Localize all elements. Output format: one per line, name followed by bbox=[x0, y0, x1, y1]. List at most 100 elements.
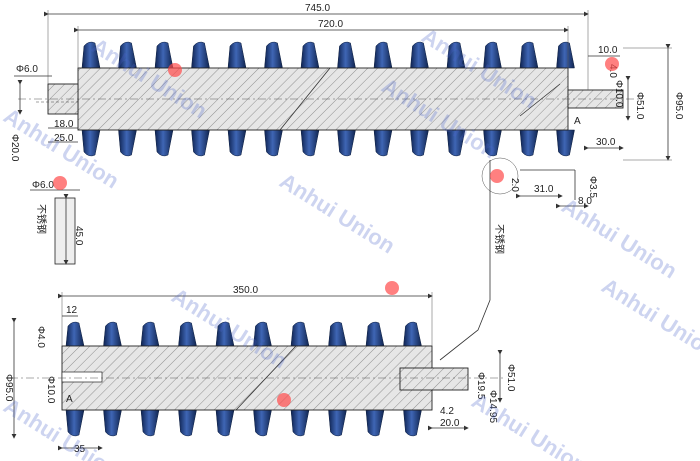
fin-upper bbox=[519, 41, 539, 69]
fin-lower bbox=[410, 129, 429, 157]
watermark-logo bbox=[53, 176, 67, 190]
dim-bottom-end-dia: Φ4.0 bbox=[35, 326, 46, 348]
fin-lower bbox=[81, 129, 101, 157]
fin-upper bbox=[178, 321, 197, 347]
dim-bottom-end-offset: 12 bbox=[66, 305, 78, 316]
fin-lower bbox=[103, 409, 122, 437]
pin-body bbox=[54, 197, 76, 265]
fin-lower bbox=[227, 129, 247, 157]
fin-lower bbox=[140, 409, 160, 437]
fin-lower bbox=[483, 129, 502, 157]
detail-view bbox=[481, 157, 589, 209]
dim-bottom-right-dia-c: Φ14.95 bbox=[487, 390, 498, 423]
top-shaft bbox=[18, 67, 640, 131]
fin-upper bbox=[373, 41, 393, 69]
fin-upper bbox=[81, 41, 101, 69]
fin-lower bbox=[154, 129, 174, 157]
fin-lower bbox=[446, 129, 466, 157]
dim-stub-len-b: 25.0 bbox=[54, 133, 74, 144]
fin-upper bbox=[403, 321, 422, 347]
bottom-bore bbox=[61, 371, 103, 383]
watermark-text: Anhui Union bbox=[467, 388, 591, 461]
dim-end-pin-dia: Φ6.0 bbox=[16, 64, 38, 75]
dim-detail-len: 31.0 bbox=[534, 184, 554, 195]
fin-upper bbox=[410, 41, 429, 69]
fin-lower bbox=[556, 129, 575, 157]
connector-note: 不锈钢 bbox=[493, 224, 506, 254]
watermark-logo bbox=[168, 63, 182, 77]
fin-lower bbox=[253, 409, 272, 437]
dim-right-dia-fin: Φ95.0 bbox=[673, 92, 684, 120]
fin-lower bbox=[118, 129, 137, 157]
dim-detail-depth: 2.0 bbox=[509, 178, 520, 192]
bottom-dimensions bbox=[11, 292, 503, 451]
fin-upper bbox=[290, 321, 310, 347]
dim-right-dia-mid: Φ51.0 bbox=[634, 92, 645, 120]
bottom-right-stub bbox=[399, 367, 469, 391]
dim-stub-dia: Φ20.0 bbox=[9, 134, 20, 162]
fin-lower bbox=[300, 129, 320, 157]
fin-upper bbox=[140, 321, 160, 347]
dim-bottom-right-len: 20.0 bbox=[440, 418, 460, 429]
pin-length: 45.0 bbox=[73, 226, 84, 246]
fin-lower bbox=[328, 409, 347, 437]
bottom-fin-array bbox=[65, 321, 422, 437]
watermark-logo bbox=[277, 393, 291, 407]
dim-detail-len2: 8.0 bbox=[578, 196, 592, 207]
fin-upper bbox=[191, 41, 210, 69]
fin-lower bbox=[191, 129, 210, 157]
pin-dia: Φ6.0 bbox=[32, 180, 54, 191]
dim-bottom-length: 350.0 bbox=[233, 285, 258, 296]
fin-upper bbox=[300, 41, 320, 69]
fin-lower bbox=[178, 409, 197, 437]
connector-wire bbox=[439, 160, 491, 361]
watermark-text: Anhui Union bbox=[275, 168, 399, 258]
fin-lower bbox=[290, 409, 310, 437]
dim-bottom-right-step: 4.2 bbox=[440, 406, 454, 417]
fin-upper bbox=[103, 321, 122, 347]
dim-bottom-bore-dia: Φ10.0 bbox=[45, 376, 56, 404]
section-mark-bottom: A bbox=[66, 394, 73, 405]
dim-bottom-left-len: 35 bbox=[74, 444, 86, 455]
watermark-text: Anhui Union bbox=[597, 273, 700, 363]
dim-bottom-right-dia-a: Φ19.5 bbox=[475, 372, 486, 400]
dim-finned-length: 720.0 bbox=[318, 19, 343, 30]
fin-lower bbox=[264, 129, 283, 157]
dim-right-dia-small: Φ10.0 bbox=[613, 80, 624, 108]
dim-right-end-len: 30.0 bbox=[596, 137, 616, 148]
fin-upper bbox=[264, 41, 283, 69]
top-section-leader bbox=[519, 83, 561, 117]
dim-bottom-right-dia-b: Φ51.0 bbox=[505, 364, 516, 392]
top-break-line bbox=[279, 67, 331, 131]
watermark-logo bbox=[385, 281, 399, 295]
fin-upper bbox=[154, 41, 174, 69]
top-fin-array bbox=[81, 41, 575, 157]
fin-upper bbox=[365, 321, 385, 347]
watermark-logo bbox=[490, 169, 504, 183]
fin-lower bbox=[215, 409, 235, 437]
pin-material: 不锈钢 bbox=[35, 204, 48, 234]
dim-total-length: 745.0 bbox=[305, 3, 330, 14]
detail-circle bbox=[481, 157, 519, 195]
section-mark-top: A bbox=[574, 116, 581, 127]
watermark-logo bbox=[605, 57, 619, 71]
fin-upper bbox=[65, 321, 85, 347]
dim-bottom-fin-dia: Φ95.0 bbox=[3, 374, 14, 402]
fin-lower bbox=[519, 129, 539, 157]
fin-upper bbox=[328, 321, 347, 347]
watermark-logos bbox=[53, 57, 619, 407]
fin-upper bbox=[556, 41, 575, 69]
fin-upper bbox=[227, 41, 247, 69]
bottom-shaft bbox=[10, 345, 505, 411]
top-dimensions bbox=[14, 10, 672, 161]
fin-upper bbox=[446, 41, 466, 69]
dim-right-gap: 10.0 bbox=[598, 45, 618, 56]
fin-upper bbox=[483, 41, 502, 69]
fin-upper bbox=[253, 321, 272, 347]
fin-lower bbox=[373, 129, 393, 157]
pin-detail bbox=[30, 189, 80, 265]
wire-path bbox=[439, 160, 491, 361]
dim-detail-dia: Φ3.5 bbox=[587, 176, 598, 198]
